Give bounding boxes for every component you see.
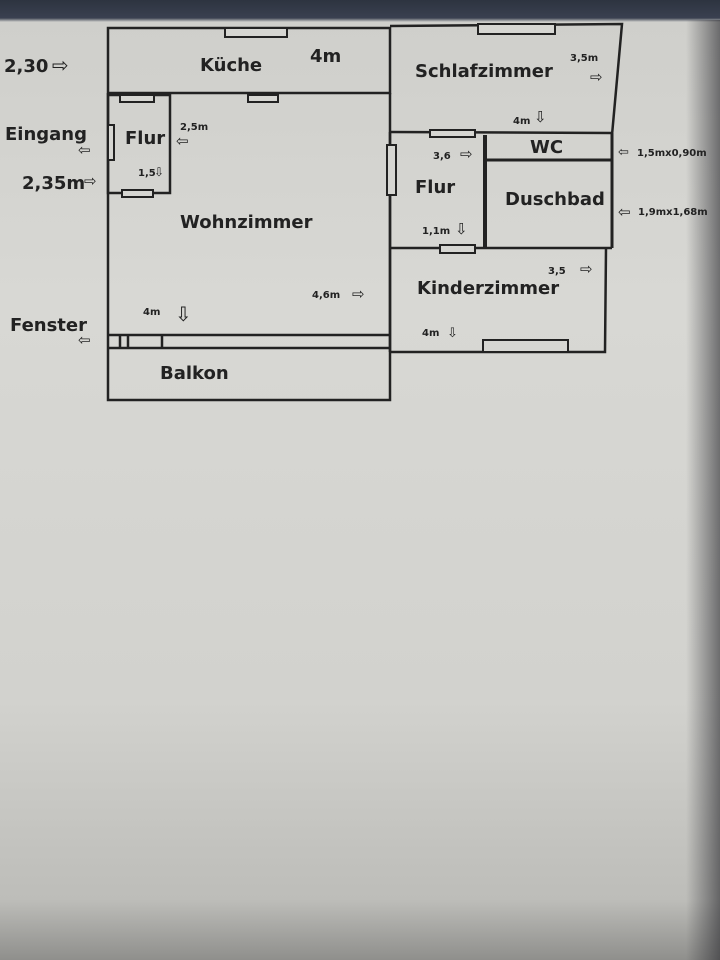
dim-wohnzimmer-side: 4,6m [312, 290, 341, 301]
dim-wc: 1,5mx0,90m [637, 148, 707, 159]
room-label-schlafzimmer: Schlafzimmer [415, 61, 553, 82]
arrow-left-icon: ⇦ [618, 145, 629, 160]
room-label-kinderzimmer: Kinderzimmer [417, 278, 560, 299]
dim-wohnzimmer-depth: 4m [143, 307, 161, 318]
arrow-right-icon: ⇨ [52, 53, 69, 77]
arrow-down-icon: ⇩ [534, 108, 547, 126]
dim-schlaf-side: 3,5m [570, 53, 599, 64]
screen-edge-shadow [686, 20, 720, 960]
arrow-down-icon: ⇩ [447, 326, 458, 341]
entrance-door [107, 124, 115, 161]
dim-flur-right-depth: 1,1m [422, 226, 451, 237]
arrow-down-icon: ⇩ [455, 220, 468, 238]
bedroom-bottom-wall [389, 130, 613, 135]
dim-schlaf-depth: 4m [513, 116, 531, 127]
arrow-down-icon: ⇩ [154, 165, 165, 179]
room-label-flur-left: Flur [125, 128, 166, 149]
bedroom-window [477, 23, 556, 35]
arrow-right-icon: ⇨ [84, 172, 97, 190]
kids-room-outline [390, 247, 608, 354]
dim-eingang: 2,35m [22, 173, 86, 194]
label-eingang: Eingang [5, 124, 88, 145]
arrow-right-icon: ⇨ [590, 68, 603, 86]
bedroom-outline [389, 22, 624, 136]
living-room-side-door [386, 144, 397, 196]
arrow-left-icon: ⇦ [176, 132, 189, 150]
hallway-door [119, 94, 155, 103]
hallway-bottom-door [121, 189, 154, 198]
kids-room-door [439, 244, 476, 254]
kids-room-window [482, 339, 569, 353]
room-label-flur-right: Flur [415, 177, 456, 198]
arrow-left-icon: ⇦ [78, 141, 91, 159]
room-label-wohnzimmer: Wohnzimmer [180, 212, 313, 233]
arrow-down-icon: ⇩ [175, 302, 192, 326]
room-label-balkon: Balkon [160, 363, 229, 384]
dim-flur-left-width: 2,5m [180, 122, 209, 133]
room-label-wc: WC [530, 137, 564, 158]
room-label-kueche: Küche [200, 55, 263, 76]
label-fenster: Fenster [10, 315, 87, 336]
kitchen-window [224, 27, 288, 38]
arrow-left-icon: ⇦ [78, 331, 91, 349]
dim-flur-right-side: 3,6 [433, 151, 451, 162]
dim-kinder-side: 3,5 [548, 266, 566, 277]
arrow-right-icon: ⇨ [352, 285, 365, 303]
hallway-right-top-door [429, 129, 476, 138]
arrow-right-icon: ⇨ [460, 145, 473, 163]
dim-kueche-width: 4m [310, 46, 342, 67]
living-room-door [247, 94, 279, 103]
dim-kueche-left: 2,30 [4, 56, 49, 77]
room-label-duschbad: Duschbad [505, 189, 605, 210]
dim-duschbad: 1,9mx1,68m [638, 207, 708, 218]
arrow-right-icon: ⇨ [580, 260, 593, 278]
dim-flur-left-depth: 1,5 [138, 168, 156, 179]
arrow-left-icon: ⇦ [618, 203, 631, 221]
dim-kinder-depth: 4m [422, 328, 440, 339]
